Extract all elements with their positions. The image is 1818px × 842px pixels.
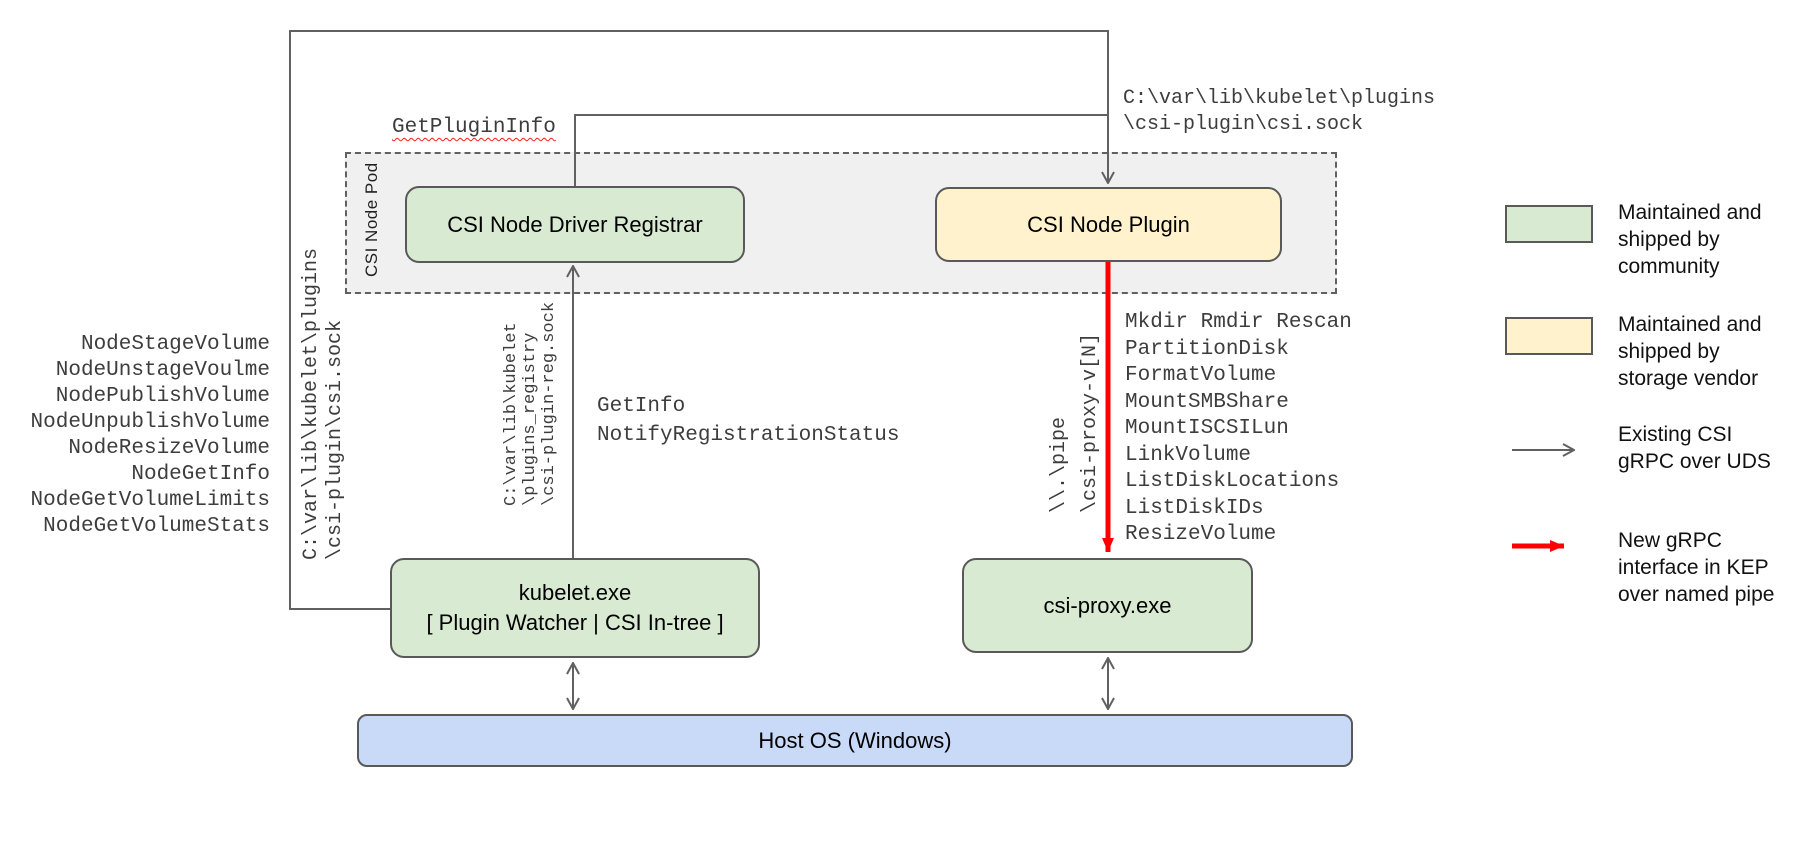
- registration-sock-line: \csi-plugin-reg.sock: [540, 301, 559, 506]
- csi-node-driver-registrar-label: CSI Node Driver Registrar: [447, 211, 703, 237]
- csi-proxy-call: ListDiskIDs: [1125, 496, 1264, 520]
- kubelet-csi-call: NodeGetVolumeStats: [43, 515, 270, 538]
- csi-proxy-call: PartitionDisk: [1125, 337, 1289, 361]
- csi-proxy-call: Mkdir Rmdir Rescan: [1125, 311, 1352, 334]
- kubelet-to-plugin-csisock-line: [289, 30, 1108, 610]
- legend-community-label: Maintained and shipped by community: [1618, 201, 1762, 278]
- legend-uds-arrow-label: Existing CSI gRPC over UDS: [1618, 423, 1771, 473]
- kubelet-csi-call: NodeResizeVolume: [68, 437, 270, 460]
- legend-vendor-swatch: [1505, 317, 1593, 355]
- named-pipe-path-label: \\.\pipe \csi-proxy-v[N]: [1044, 333, 1106, 513]
- csi-node-pod-label: CSI Node Pod: [362, 162, 381, 277]
- csi-proxy-box: csi-proxy.exe: [962, 558, 1253, 653]
- getplugininfo-label: GetPluginInfo: [392, 116, 556, 139]
- named-pipe-line: \csi-proxy-v[N]: [1079, 332, 1102, 513]
- registration-call: NotifyRegistrationStatus: [597, 424, 900, 447]
- csi-proxy-call: MountSMBShare: [1125, 390, 1289, 414]
- csi-sock-path-line: C:\var\lib\kubelet\plugins: [1123, 87, 1436, 110]
- csi-node-plugin-box: CSI Node Plugin: [935, 187, 1282, 262]
- csi-sock-path-line: \csi-plugin\csi.sock: [1123, 113, 1364, 136]
- registration-sock-path-label: C:\var\lib\kubelet\plugins_registry\csi-…: [502, 302, 559, 506]
- kubelet-csi-call: NodePublishVolume: [55, 385, 270, 408]
- kubelet-csi-call: NodeGetInfo: [131, 463, 270, 486]
- legend-namedpipe-arrow-label: New gRPC interface in KEP over named pip…: [1618, 529, 1775, 606]
- csi-proxy-call: MountISCSILun: [1125, 417, 1289, 440]
- kubelet-box: kubelet.exe [ Plugin Watcher | CSI In-tr…: [390, 558, 760, 658]
- kubelet-label-line2: [ Plugin Watcher | CSI In-tree ]: [426, 610, 724, 635]
- kubelet-csi-call: NodeGetVolumeLimits: [30, 489, 270, 512]
- named-pipe-line: \\.\pipe: [1048, 416, 1071, 513]
- kubelet-csi-call: NodeUnpublishVolume: [30, 411, 270, 434]
- csi-proxy-call: ListDiskLocations: [1125, 470, 1340, 493]
- csi-node-driver-registrar-box: CSI Node Driver Registrar: [405, 186, 745, 263]
- csi-proxy-call: FormatVolume: [1125, 364, 1277, 387]
- csi-sock-path-line: \csi-plugin\csi.sock: [324, 319, 347, 560]
- csi-sock-path-line: C:\var\lib\kubelet\plugins: [300, 247, 323, 560]
- kubelet-csi-call: NodeUnstageVoulme: [55, 359, 270, 382]
- registration-call: GetInfo: [597, 395, 686, 418]
- csi-sock-path-label-left: C:\var\lib\kubelet\plugins\csi-plugin\cs…: [300, 248, 348, 560]
- legend-community-swatch: [1505, 205, 1593, 243]
- registration-sock-line: \plugins_registry: [521, 332, 540, 506]
- registrar-getplugininfo-line: [574, 114, 1108, 186]
- csi-proxy-label: csi-proxy.exe: [1043, 592, 1172, 618]
- kubelet-csi-call: NodeStageVolume: [80, 333, 270, 356]
- csi-proxy-call: LinkVolume: [1125, 443, 1252, 467]
- csi-proxy-call: ResizeVolume: [1125, 523, 1277, 546]
- registration-sock-line: C:\var\lib\kubelet: [502, 322, 521, 506]
- csi-sock-path-label-top: C:\var\lib\kubelet\plugins \csi-plugin\cs…: [1123, 86, 1435, 138]
- host-os-label: Host OS (Windows): [758, 727, 952, 753]
- host-os-box: Host OS (Windows): [357, 714, 1353, 767]
- kubelet-label-line1: kubelet.exe: [518, 580, 632, 605]
- csi-node-plugin-label: CSI Node Plugin: [1027, 211, 1190, 237]
- legend-vendor-label: Maintained and shipped by storage vendor: [1618, 313, 1762, 390]
